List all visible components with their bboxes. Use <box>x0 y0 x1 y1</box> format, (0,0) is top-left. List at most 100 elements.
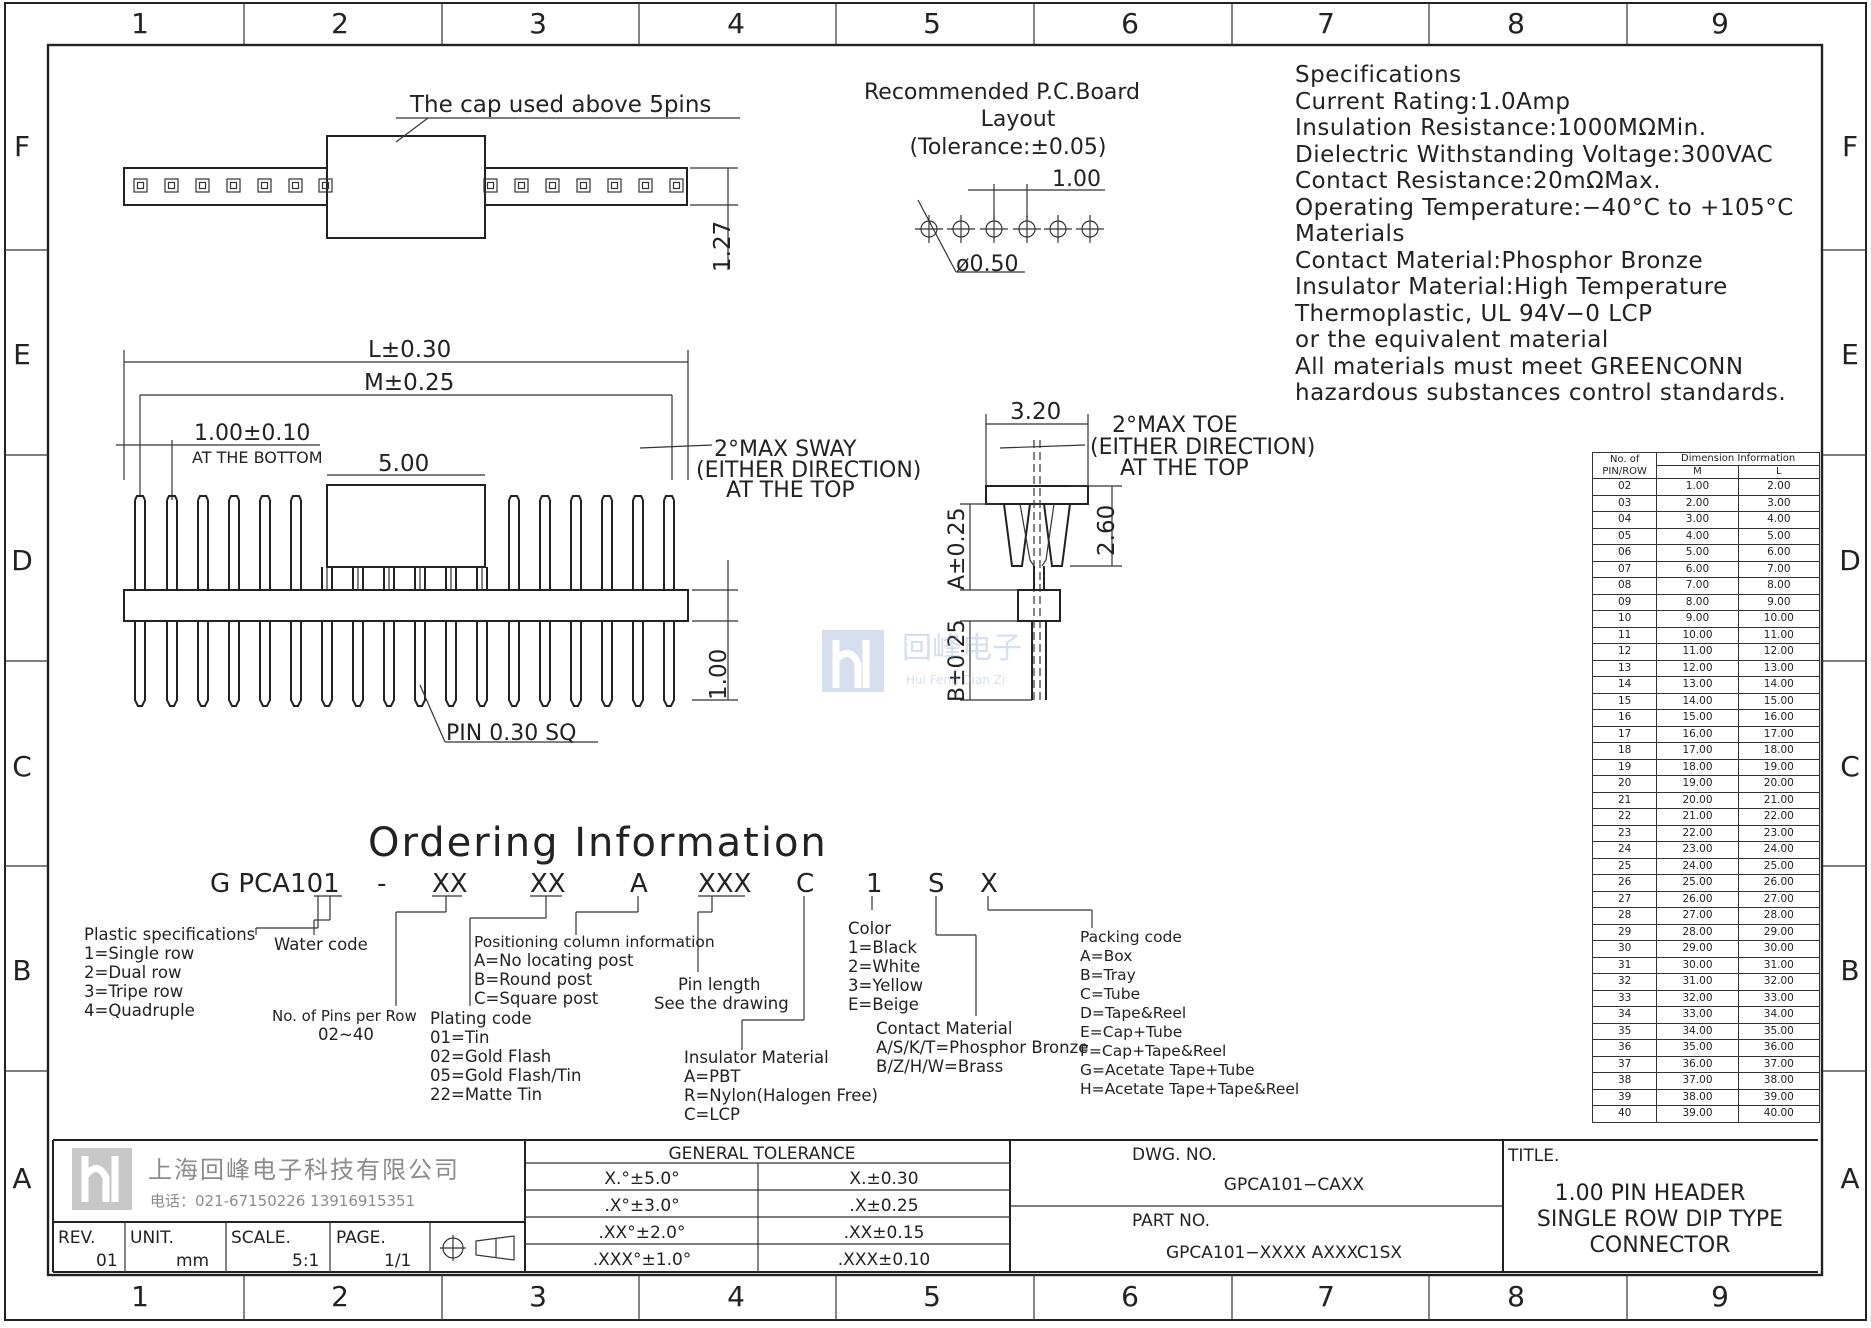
b-dim: B±0.25 <box>945 619 970 702</box>
l-value-cell: 2.00 <box>1737 478 1821 496</box>
spec-line: hazardous substances control standards. <box>1295 380 1787 406</box>
toe-2: (EITHER DIRECTION) <box>1090 435 1315 460</box>
code-part: XX <box>530 869 566 899</box>
spec-line: Specifications <box>1295 62 1462 88</box>
row-label: A <box>1840 1162 1859 1195</box>
pin-square-inner <box>321 181 330 190</box>
pin-length-line: Pin length <box>678 975 760 994</box>
scale-label: SCALE. <box>231 1228 291 1248</box>
color-line: E=Beige <box>848 995 919 1014</box>
title-label: TITLE. <box>1507 1146 1559 1166</box>
pin-square-inner <box>517 181 526 190</box>
pin-square-inner <box>610 181 619 190</box>
positioning-line: A=No locating post <box>474 951 634 970</box>
col-label: 9 <box>1711 1280 1729 1313</box>
row-label: F <box>14 130 30 163</box>
m-value-cell: 17.00 <box>1656 742 1739 760</box>
m-value-cell: 18.00 <box>1656 758 1739 776</box>
pin <box>539 500 551 707</box>
pin-tip <box>166 495 178 501</box>
a-dim: A±0.25 <box>945 508 970 590</box>
l-value-cell: 23.00 <box>1737 824 1821 842</box>
col-label: 2 <box>331 7 349 40</box>
inner-border <box>46 43 1824 1277</box>
insulator-line: A=PBT <box>684 1067 741 1086</box>
rev-label: REV. <box>58 1228 95 1248</box>
pin-count-cell: 02 <box>1591 478 1658 496</box>
spec-line: Contact Resistance:20mΩMax. <box>1295 168 1662 194</box>
sway-2: (EITHER DIRECTION) <box>696 458 921 483</box>
pin-count-cell: 38 <box>1591 1072 1658 1090</box>
packing-line: C=Tube <box>1080 985 1140 1003</box>
contact-line: Contact Material <box>876 1019 1012 1038</box>
code-part: S <box>928 869 945 899</box>
pin-count-cell: 32 <box>1591 973 1658 991</box>
color-line: 3=Yellow <box>848 976 923 995</box>
pin-square-inner <box>672 181 681 190</box>
pin <box>197 500 209 707</box>
pin-square-inner <box>486 181 495 190</box>
plating-line: 01=Tin <box>430 1028 489 1047</box>
m-value-cell: 9.00 <box>1656 610 1739 628</box>
pin-count-cell: 05 <box>1591 527 1658 545</box>
col-label: 1 <box>131 1280 149 1313</box>
tolerance-angle: .XXX°±1.0° <box>593 1250 692 1270</box>
col-label: 4 <box>727 7 745 40</box>
pin-square <box>164 178 179 193</box>
pin-count-cell: 09 <box>1591 593 1658 611</box>
side-width-dim: 3.20 <box>1010 399 1061 425</box>
l-value-cell: 5.00 <box>1737 527 1821 545</box>
pcb-title-1: Recommended P.C.Board <box>864 80 1140 105</box>
pin-count-cell: 18 <box>1591 742 1658 760</box>
pin-count-cell: 33 <box>1591 989 1658 1007</box>
side-view: 3.20 2°MAX TOE (EITHER DIRECTION) AT THE… <box>945 399 1315 702</box>
pin-square-inner <box>641 181 650 190</box>
title-line: CONNECTOR <box>1590 1233 1731 1258</box>
pin <box>321 567 333 707</box>
l-value-cell: 20.00 <box>1737 775 1821 793</box>
title-block: 上海回峰电子科技有限公司 电话：021-67150226 13916915351… <box>52 1139 1818 1273</box>
pin-tip <box>539 495 551 501</box>
pin-square <box>514 178 529 193</box>
row-label: C <box>1840 750 1860 783</box>
pin-count-cell: 03 <box>1591 494 1658 512</box>
m-value-cell: 36.00 <box>1656 1055 1739 1073</box>
code-part: XXX <box>698 869 751 899</box>
m-value-cell: 16.00 <box>1656 725 1739 743</box>
pin-tip <box>570 495 582 501</box>
dwg-value: GPCA101−CAXX <box>1224 1175 1365 1195</box>
pin-tip <box>632 495 644 501</box>
pin-tip <box>228 495 240 501</box>
l-value-cell: 35.00 <box>1737 1022 1821 1040</box>
tolerance-angle: X.°±5.0° <box>604 1169 679 1189</box>
pin-count-cell: 07 <box>1591 560 1658 578</box>
dim-header-m: M <box>1656 465 1739 479</box>
pin <box>166 500 178 707</box>
tolerance-linear: .X±0.25 <box>849 1196 918 1216</box>
pin-square <box>195 178 210 193</box>
l-value-cell: 37.00 <box>1737 1055 1821 1073</box>
pcb-hole: ø0.50 <box>956 252 1018 277</box>
grid-labels: 1 2 3 4 5 6 7 8 9 1 2 3 4 5 6 7 8 9 F E … <box>11 7 1861 1313</box>
dwg-label: DWG. NO. <box>1132 1145 1217 1165</box>
packing-line: G=Acetate Tape+Tube <box>1080 1061 1255 1079</box>
pin-count-cell: 19 <box>1591 758 1658 776</box>
pin-count-cell: 40 <box>1591 1105 1658 1123</box>
pin <box>476 567 488 707</box>
pins-line: 02~40 <box>318 1025 374 1044</box>
m-value-cell: 3.00 <box>1656 511 1739 529</box>
pin-count-cell: 04 <box>1591 511 1658 529</box>
pin-count-cell: 29 <box>1591 923 1658 941</box>
pin-count-cell: 06 <box>1591 544 1658 562</box>
tolerance-angle: .XX°±2.0° <box>599 1223 686 1243</box>
part-label: PART NO. <box>1132 1211 1210 1231</box>
